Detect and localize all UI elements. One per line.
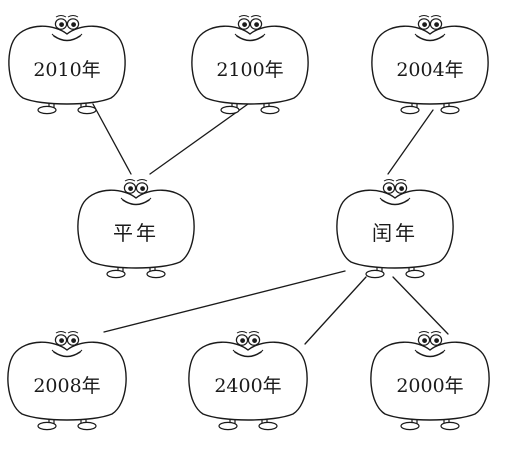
- mascot-pupil: [434, 22, 439, 27]
- mascot-smile: [416, 351, 444, 358]
- mascot-smile: [381, 199, 409, 206]
- mascot-pupil: [59, 338, 64, 343]
- mascot-shoe: [440, 421, 460, 431]
- edge-y2010-to-ping-nian: [92, 103, 132, 175]
- mascot-pupil: [59, 22, 64, 27]
- edge-y2100-to-ping-nian: [149, 103, 249, 175]
- mascot-nodes: 平年 闰年 2010年 2100年 2004年 2008年 2400年 2000年: [7, 15, 490, 431]
- mascot-shoe: [37, 105, 57, 115]
- year-label: 2010年: [33, 59, 100, 81]
- connector-lines: [92, 103, 449, 345]
- mascot-smile: [53, 351, 81, 358]
- edge-y2004-to-run-nian: [387, 109, 434, 175]
- mascot-pupil: [254, 22, 259, 27]
- year-label: 2000年: [396, 375, 463, 397]
- mascot-shoe: [146, 269, 166, 279]
- mascot-shoe: [77, 105, 97, 115]
- mascot-body: [336, 189, 454, 269]
- mascot-body: [371, 25, 489, 105]
- mascot-shoe: [220, 105, 240, 115]
- mascot-smile: [416, 35, 444, 42]
- year-label: 2400年: [214, 375, 281, 397]
- mascot-shoe: [258, 421, 278, 431]
- mascot-smile: [122, 199, 150, 206]
- mascot-shoe: [400, 421, 420, 431]
- mascot-shoe: [440, 105, 460, 115]
- mascot-body: [188, 341, 308, 421]
- year-node-y2008: 2008年: [7, 331, 127, 431]
- year-node-y2004: 2004年: [371, 15, 489, 115]
- mascot-pupil: [387, 186, 392, 192]
- mascot-shoe: [106, 269, 126, 279]
- year-node-y2000: 2000年: [370, 331, 490, 431]
- mascot-shoe: [37, 421, 57, 431]
- mascot-smile: [53, 35, 81, 42]
- mascot-face: [414, 15, 446, 42]
- mascot-face: [234, 15, 266, 42]
- mascot-pupil: [434, 338, 439, 343]
- mascot-face: [51, 331, 83, 358]
- mascot-face: [120, 179, 152, 206]
- edge-y2400-to-run-nian: [304, 276, 367, 345]
- mascot-shoe: [260, 105, 280, 115]
- mascot-pupil: [71, 338, 76, 343]
- mascot-face: [232, 331, 264, 358]
- mascot-pupil: [422, 22, 427, 27]
- mascot-body: [191, 25, 309, 105]
- year-label: 2100年: [216, 59, 283, 81]
- mascot-face: [379, 179, 411, 206]
- mascot-body: [77, 189, 195, 269]
- category-node-ping-nian: 平年: [77, 179, 195, 279]
- mascot-pupil: [240, 338, 246, 343]
- mascot-body: [8, 25, 126, 105]
- mascot-pupil: [128, 186, 134, 192]
- mascot-pupil: [140, 186, 146, 192]
- mascot-pupil: [252, 338, 257, 343]
- mascot-pupil: [71, 22, 76, 27]
- mascot-pupil: [242, 22, 248, 27]
- category-label: 闰年: [372, 221, 418, 245]
- mascot-pupil: [422, 338, 427, 343]
- mascot-smile: [234, 351, 262, 358]
- year-node-y2400: 2400年: [188, 331, 308, 431]
- mascot-shoe: [218, 421, 238, 431]
- mascot-shoe: [405, 269, 425, 279]
- year-label: 2004年: [396, 59, 463, 81]
- year-node-y2100: 2100年: [191, 15, 309, 115]
- mascot-face: [414, 331, 446, 358]
- mascot-legs: [400, 414, 460, 431]
- category-node-run-nian: 闰年: [336, 179, 454, 279]
- mascot-shoe: [365, 269, 385, 279]
- category-label: 平年: [113, 221, 159, 245]
- mascot-pupil: [399, 186, 404, 192]
- mascot-smile: [236, 35, 264, 42]
- mascot-shoe: [400, 105, 420, 115]
- mascot-body: [370, 341, 490, 421]
- mascot-face: [51, 15, 83, 42]
- mascot-body: [7, 341, 127, 421]
- year-label: 2008年: [33, 375, 100, 397]
- edge-y2000-to-run-nian: [392, 276, 449, 335]
- year-node-y2010: 2010年: [8, 15, 126, 115]
- edge-y2008-to-run-nian: [103, 270, 346, 333]
- mascot-shoe: [77, 421, 97, 431]
